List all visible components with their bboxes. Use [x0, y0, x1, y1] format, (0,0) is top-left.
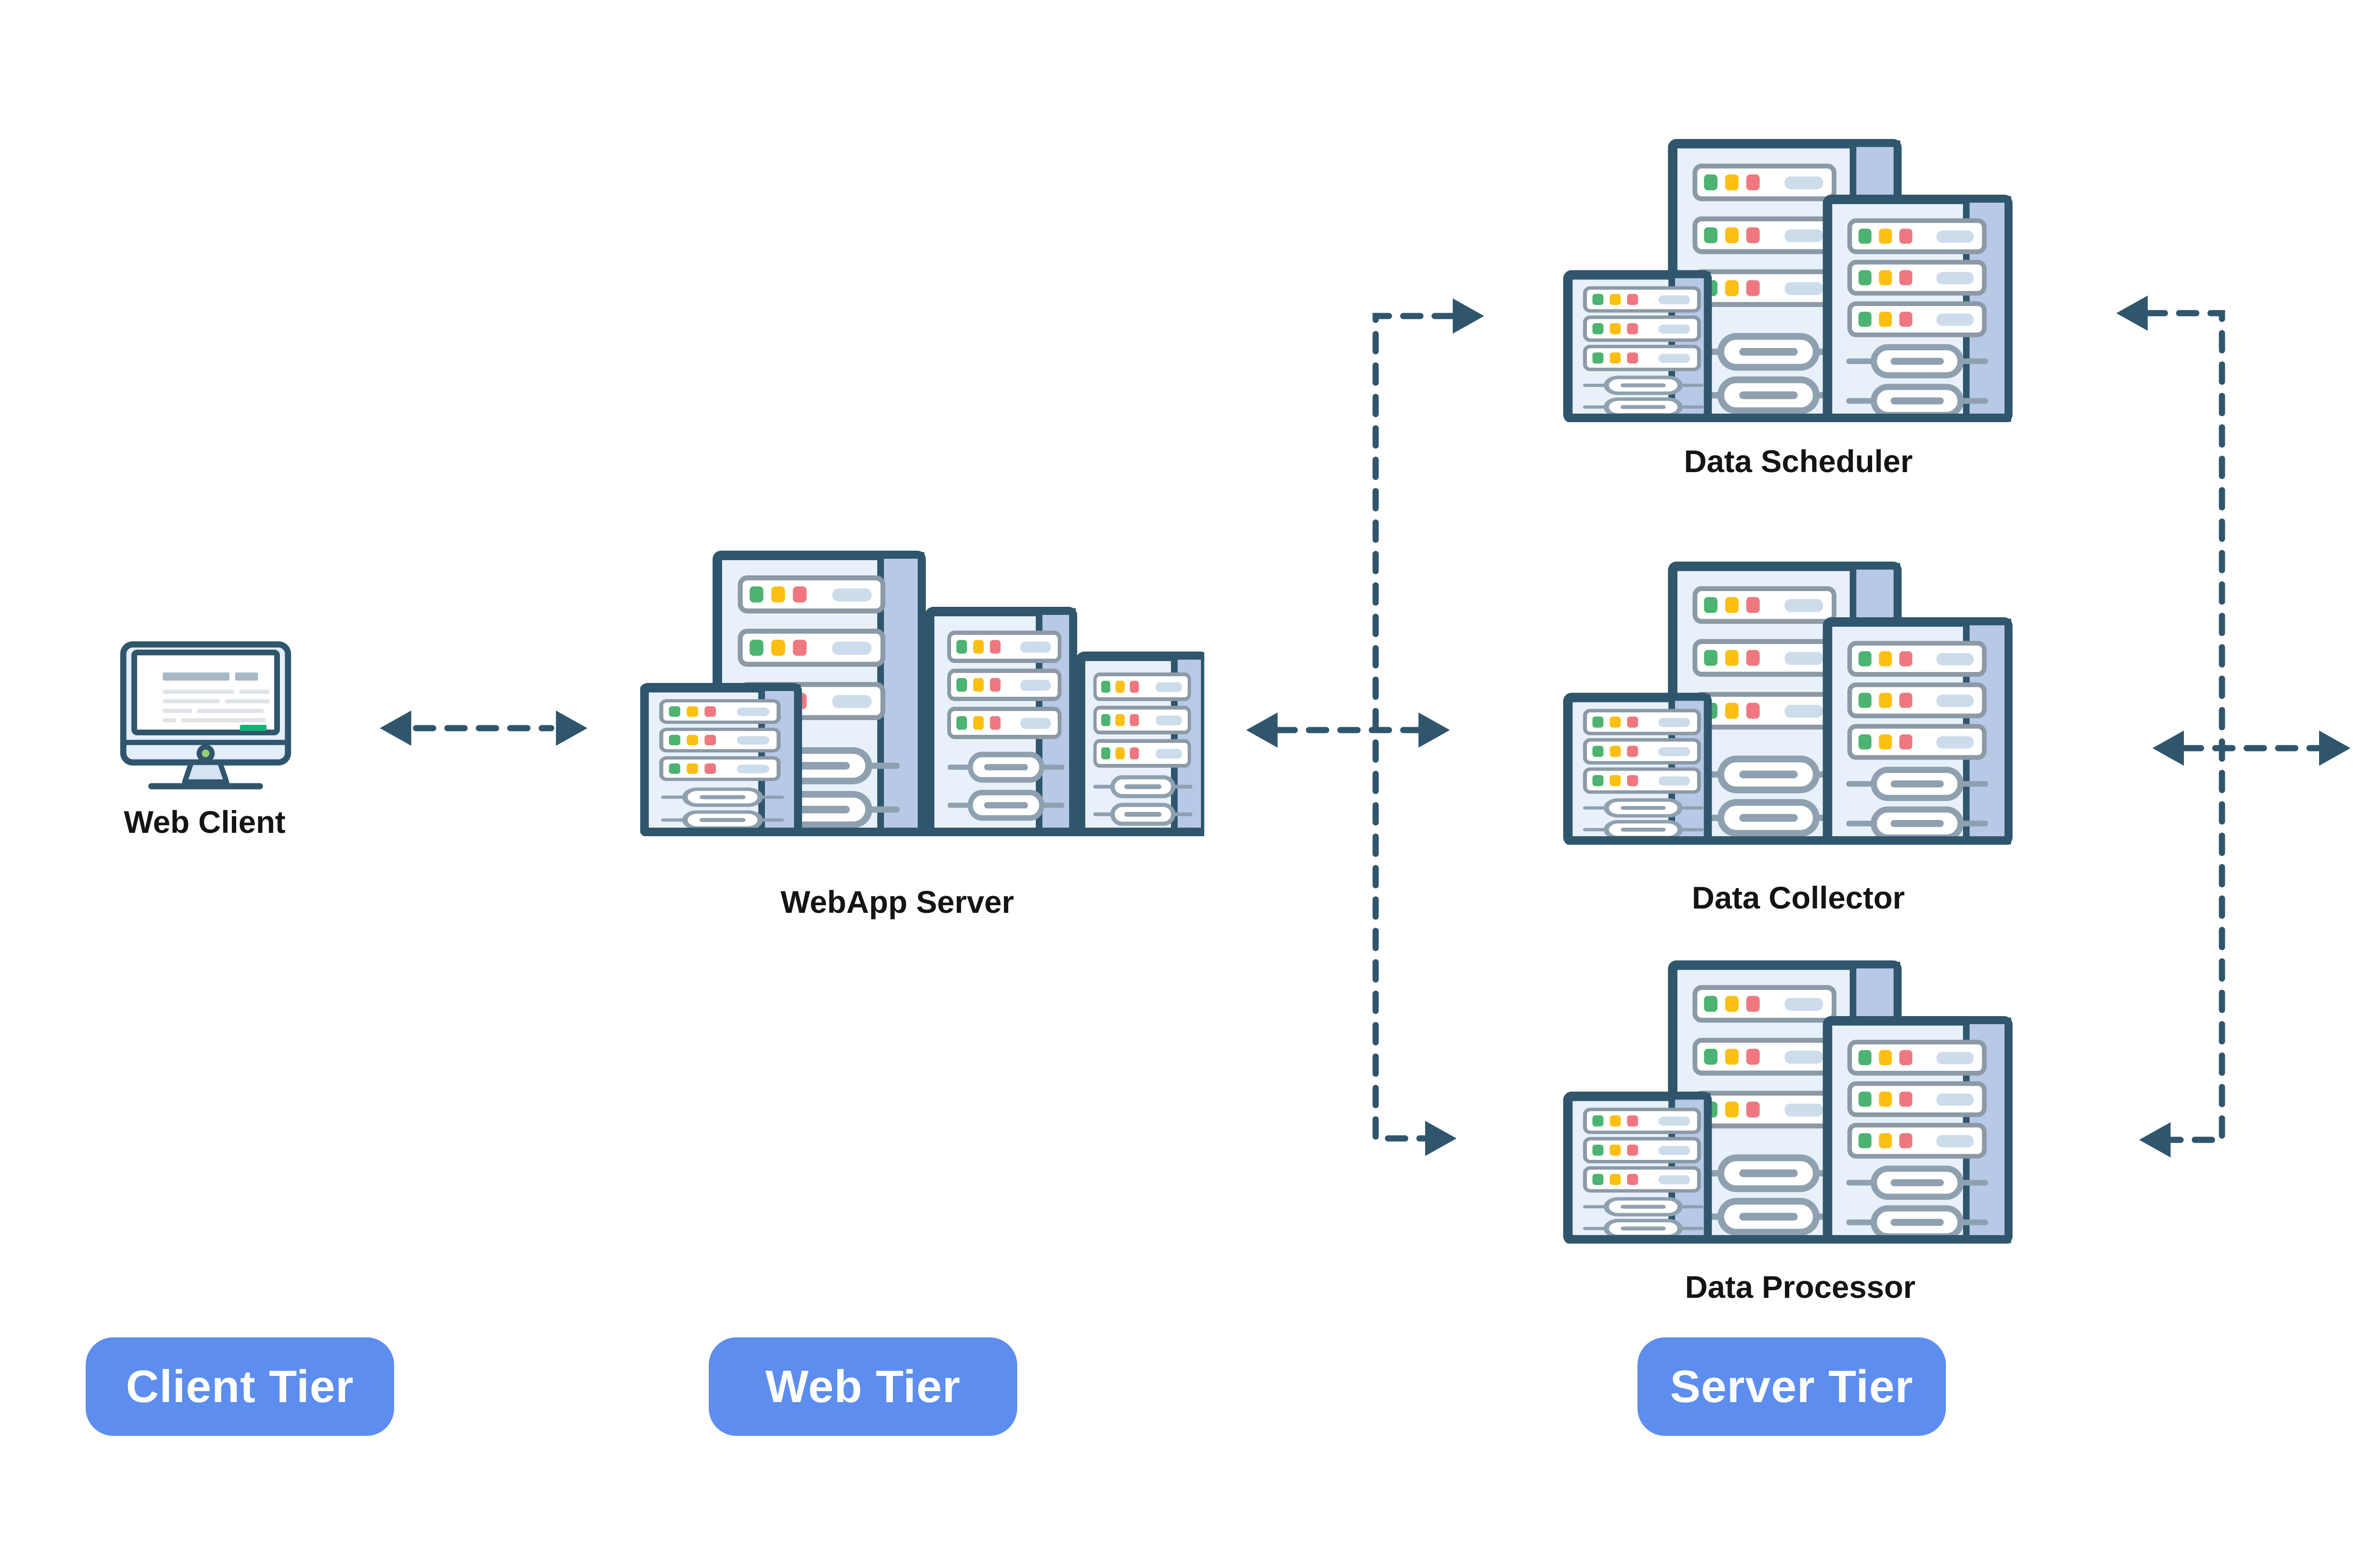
web-server-arrow [1246, 712, 1450, 748]
server-database-arrow [2152, 731, 2350, 766]
data-processor-label: Data Processor [1685, 1269, 1916, 1305]
server-cluster-3-icon [1562, 139, 2014, 422]
web-client-label: Web Client [124, 804, 286, 840]
data-collector-label: Data Collector [1692, 880, 1905, 915]
web-tier-badge: Web Tier [709, 1337, 1017, 1436]
web-tier-badge-label: Web Tier [765, 1361, 961, 1412]
client-tier-badge: Client Tier [86, 1337, 394, 1436]
client-web-arrow [380, 711, 587, 746]
client-tier-badge-label: Client Tier [126, 1361, 354, 1412]
monitor-icon [120, 641, 291, 791]
server-tier-badge: Server Tier [1637, 1337, 1946, 1436]
server-tier-badge-label: Server Tier [1670, 1361, 1914, 1412]
database-bus-right [2116, 296, 2225, 1157]
webapp-server-label: WebApp Server [780, 884, 1014, 919]
server-bus-left [1372, 298, 1484, 1156]
data-scheduler-label: Data Scheduler [1684, 444, 1913, 479]
server-cluster-3-icon [1562, 960, 2014, 1244]
server-cluster-4-icon [640, 551, 1204, 836]
server-cluster-3-icon [1562, 562, 2014, 845]
